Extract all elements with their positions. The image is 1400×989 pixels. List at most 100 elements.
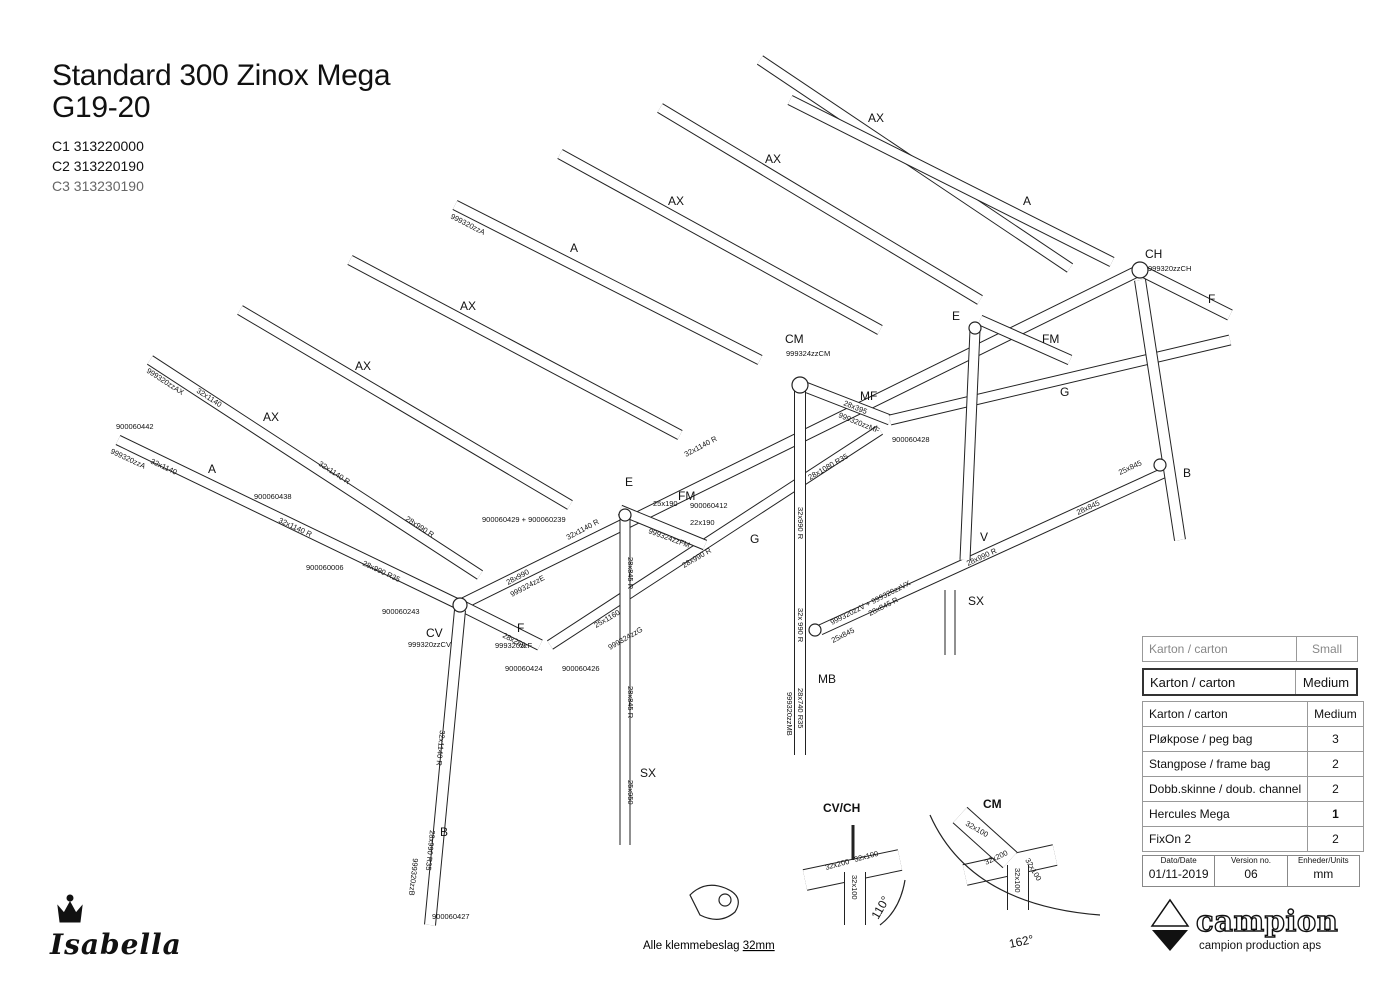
dimension: 28x845 — [1075, 498, 1101, 517]
campion-subtitle: campion production aps — [1199, 940, 1321, 952]
item-quantity: 2 — [1307, 751, 1364, 777]
item-label: FixOn 2 — [1141, 826, 1309, 852]
item-label: Hercules Mega — [1141, 801, 1309, 827]
table-row: Pløkpose / peg bag 3 — [1141, 726, 1364, 752]
label-mf: MF — [860, 389, 877, 403]
label-f: F — [517, 621, 524, 635]
dimension: 28x845 R — [626, 686, 635, 719]
label-sx: SX — [968, 594, 984, 608]
carton-label: Karton / carton — [1142, 636, 1297, 662]
table-row: Dobb.skinne / doub. channel 2 — [1141, 776, 1364, 802]
label-fm: FM — [1042, 332, 1059, 346]
part-number: 900060426 — [562, 664, 600, 673]
part-number: 900060006 — [306, 563, 344, 572]
footer-version-value: 06 — [1244, 867, 1258, 881]
leg-poles — [424, 279, 1186, 926]
item-quantity: 2 — [1307, 776, 1364, 802]
clamp-note: Alle klemmebeslag 32mm — [643, 940, 775, 952]
dimension: 32x1140 R — [683, 434, 719, 459]
label-fm: FM — [678, 489, 695, 503]
crown-icon — [57, 894, 83, 923]
label-sx: SX — [640, 766, 656, 780]
label-ax: AX — [460, 299, 476, 313]
dimension: 32x100 — [1013, 868, 1022, 893]
joint-fittings — [452, 261, 1167, 637]
rafter-poles — [115, 55, 1115, 610]
part-number: 900060442 — [116, 422, 154, 431]
part-number: 999320zzMB — [785, 692, 794, 736]
part-number: 999320zzV + 999320zzVX — [829, 579, 912, 627]
dimension: 32x990 R — [796, 507, 805, 540]
carton-size: Small — [1296, 636, 1358, 662]
part-number: 999320zzF — [495, 641, 533, 650]
carton-code-c3: C3 313230190 — [52, 178, 144, 194]
label-a: A — [208, 462, 216, 476]
footer-units-value: mm — [1313, 867, 1334, 881]
footer-units: Enheder/Units mm — [1288, 856, 1359, 886]
label-a: A — [570, 241, 578, 255]
dimension: 22x190 — [690, 518, 715, 527]
part-number: 900060428 — [892, 435, 930, 444]
part-number: 999324zzCM — [786, 349, 830, 358]
dimension: 25x190 — [653, 499, 678, 508]
item-quantity: 3 — [1307, 726, 1364, 752]
part-number: 999320zzB — [407, 858, 420, 896]
cm-detail-drawing — [929, 806, 1101, 916]
label-e: E — [625, 475, 633, 489]
cm-detail-title: CM — [983, 797, 1002, 811]
label-ch: CH — [1145, 247, 1162, 261]
dimension: 32x1140 R — [277, 516, 314, 539]
dimension: 25x845 — [1117, 458, 1143, 477]
footer-date-value: 01/11-2019 — [1148, 867, 1209, 881]
carton-size: Medium — [1295, 668, 1358, 696]
table-header-row: Karton / carton Medium — [1141, 701, 1364, 727]
label-f: F — [1208, 292, 1215, 306]
dimension: 32x1140 R — [434, 730, 447, 767]
carton-label: Karton / carton — [1142, 668, 1296, 696]
part-number: 900060427 — [432, 912, 470, 921]
footer-date: Dato/Date 01/11-2019 — [1143, 856, 1216, 886]
label-ax: AX — [868, 111, 884, 125]
dimension: 28x740 R35 — [796, 688, 805, 728]
label-v: V — [980, 530, 988, 544]
table-row: Stangpose / frame bag 2 — [1141, 751, 1364, 777]
cvch-detail-drawing — [802, 825, 906, 926]
label-e: E — [952, 309, 960, 323]
label-ax: AX — [263, 410, 279, 424]
clamp-note-size: 32mm — [743, 940, 775, 952]
dimension: 32x100 — [850, 875, 859, 900]
item-label: Pløkpose / peg bag — [1141, 726, 1309, 752]
item-label: Dobb.skinne / doub. channel — [1141, 776, 1309, 802]
page-title: Standard 300 Zinox Mega — [52, 59, 391, 92]
carton-small-box: Karton / carton Small — [1142, 636, 1358, 662]
dimension: 32x 990 R — [796, 608, 805, 643]
label-cv: CV — [426, 626, 443, 640]
component-labels: AX AX AX AX AX AX A A A CH F E FM CM MF … — [208, 111, 1215, 839]
footer-units-label: Enheder/Units — [1297, 856, 1349, 865]
carton-medium-box: Karton / carton Medium — [1142, 668, 1358, 696]
part-number: 900060243 — [382, 607, 420, 616]
carton-code-c1: C1 313220000 — [52, 138, 144, 154]
table-row: FixOn 2 2 — [1141, 826, 1364, 852]
isabella-logo: Isabella — [49, 894, 182, 961]
part-number: 900060429 + 900060239 — [482, 515, 566, 524]
item-quantity: 1 — [1307, 801, 1364, 827]
isabella-logo-text: Isabella — [49, 928, 182, 961]
cvch-detail-title: CV/CH — [823, 801, 860, 815]
contents-header-label: Karton / carton — [1141, 701, 1309, 727]
part-number: 999320zzCH — [1148, 264, 1191, 273]
label-g: G — [1060, 385, 1069, 399]
dimension: 25x950 — [626, 780, 635, 805]
part-number: 900060438 — [254, 492, 292, 501]
campion-triangle-icon — [1150, 898, 1190, 951]
label-ax: AX — [668, 194, 684, 208]
campion-logo: campion campion production aps — [1150, 898, 1339, 952]
part-number: 900060412 — [690, 501, 728, 510]
label-g: G — [750, 532, 759, 546]
label-cm: CM — [785, 332, 804, 346]
label-mb: MB — [818, 672, 836, 686]
model-code: G19-20 — [52, 91, 151, 124]
carton-contents-table: Karton / carton Medium Pløkpose / peg ba… — [1141, 701, 1364, 852]
clamp-sketch — [689, 884, 739, 920]
